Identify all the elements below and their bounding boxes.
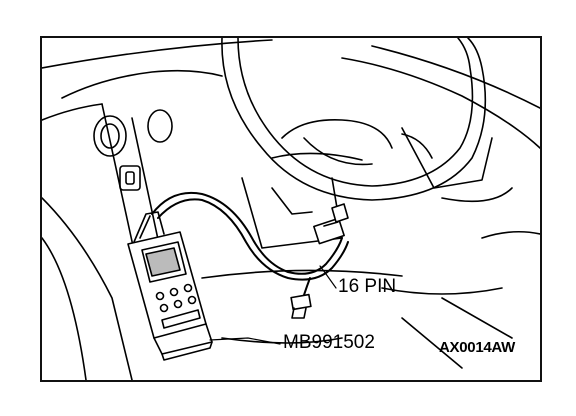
diagnostic-tester-icon xyxy=(127,211,213,361)
dashboard-outline xyxy=(42,39,540,380)
connector-icon xyxy=(290,203,349,319)
tester-part-number: MB991502 xyxy=(283,332,375,353)
figure-frame: 16 PIN MB991502 AX0014AW xyxy=(40,36,542,382)
callout-leaders xyxy=(209,265,337,345)
dashboard-illustration xyxy=(42,38,540,380)
steering-wheel-icon xyxy=(221,38,487,215)
figure-code: AX0014AW xyxy=(439,339,515,356)
air-vents xyxy=(93,109,173,191)
connector-pin-label: 16 PIN xyxy=(338,276,397,297)
